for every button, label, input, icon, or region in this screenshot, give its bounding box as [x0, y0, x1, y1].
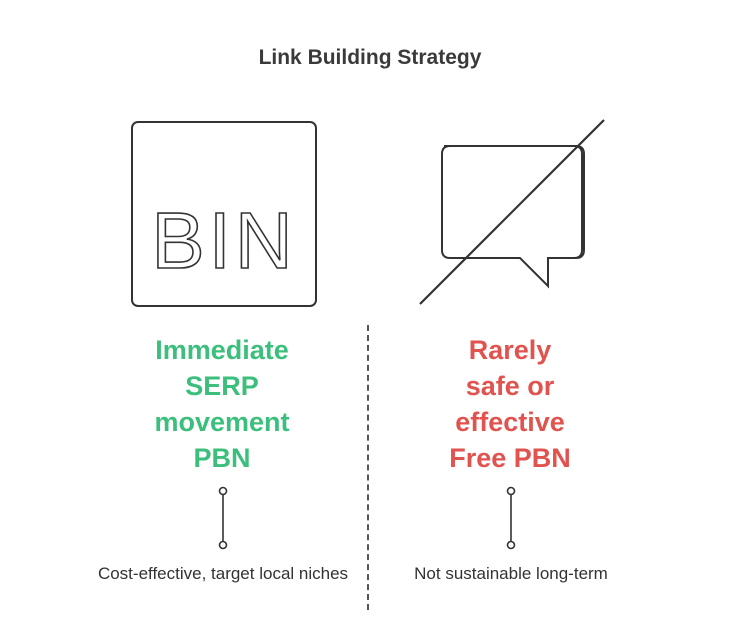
left-description: Cost-effective, target local niches [97, 564, 349, 583]
bin-box-label: BIN [151, 196, 296, 285]
left-headline-line: movement [154, 407, 290, 437]
bin-box-icon: BIN [130, 120, 318, 308]
right-description: Not sustainable long-term [414, 564, 608, 583]
center-divider [367, 325, 369, 610]
right-headline-line: safe or [465, 371, 555, 401]
no-chat-icon [416, 118, 608, 306]
right-headline-line: Rarely [468, 335, 552, 365]
left-headline: Immediate SERP movement PBN [102, 332, 342, 476]
right-headline: Rarely safe or effective Free PBN [390, 332, 630, 476]
left-headline-line: Immediate [155, 335, 289, 365]
right-headline-line: effective [455, 407, 565, 437]
left-connector [217, 486, 229, 550]
left-headline-line: SERP [185, 371, 259, 401]
right-headline-line: Free PBN [449, 443, 571, 473]
diagram-title: Link Building Strategy [258, 46, 482, 69]
right-connector [505, 486, 517, 550]
left-headline-line: PBN [193, 443, 251, 473]
